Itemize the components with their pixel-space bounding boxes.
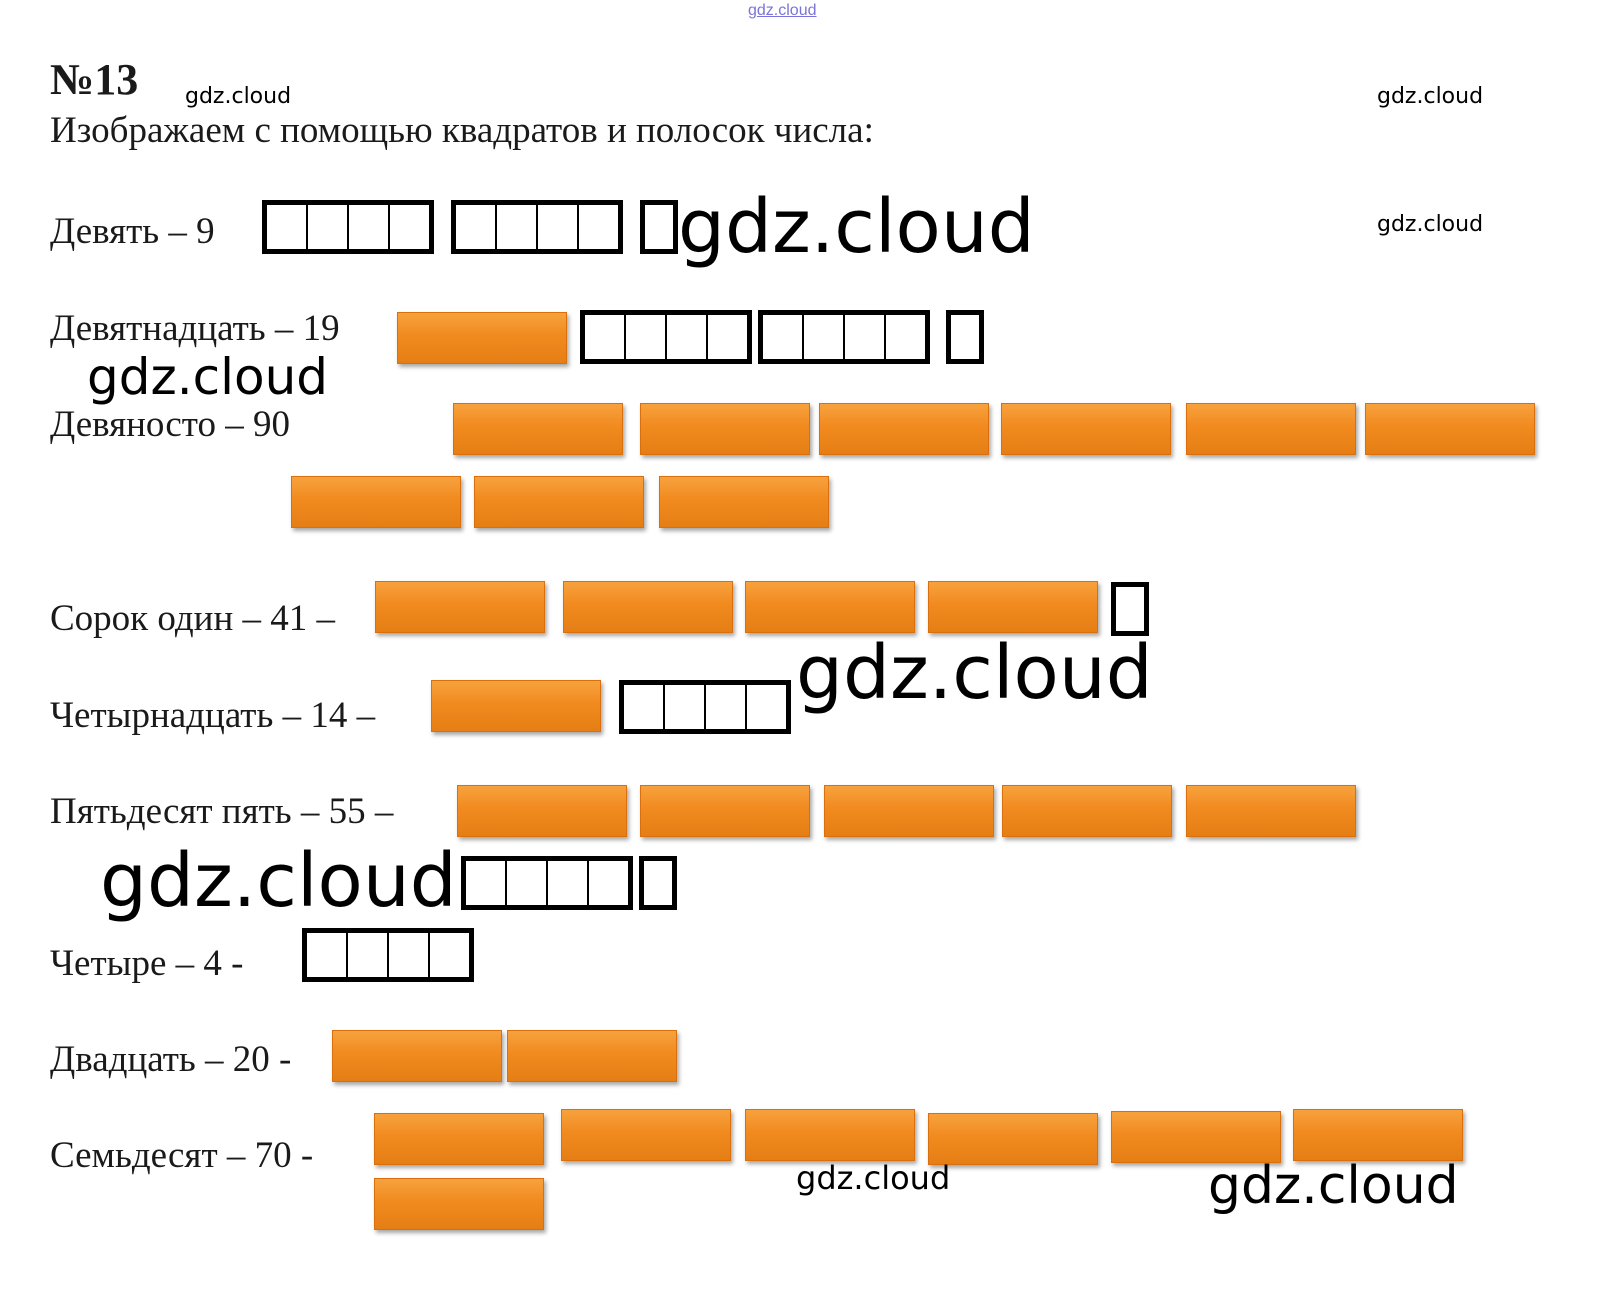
ten-strip bbox=[819, 403, 989, 455]
ten-strip bbox=[640, 403, 810, 455]
ten-strip bbox=[1186, 785, 1356, 837]
watermark-large: gdz.cloud bbox=[796, 630, 1153, 716]
unit-squares-group bbox=[302, 928, 474, 982]
ten-strip bbox=[561, 1109, 731, 1161]
ten-strip bbox=[1365, 403, 1535, 455]
ten-strip bbox=[474, 476, 644, 528]
ten-strip bbox=[928, 1113, 1098, 1165]
ten-strip bbox=[563, 581, 733, 633]
ten-strip bbox=[457, 785, 627, 837]
unit-square bbox=[640, 200, 678, 254]
ten-strip bbox=[1001, 403, 1171, 455]
ten-strip bbox=[397, 312, 567, 364]
ten-strip bbox=[745, 1109, 915, 1161]
row-label: Четыре – 4 - bbox=[50, 943, 244, 984]
ten-strip bbox=[332, 1030, 502, 1082]
instruction-text: Изображаем с помощью квадратов и полосок… bbox=[50, 110, 874, 151]
row-label: Пятьдесят пять – 55 – bbox=[50, 791, 394, 832]
ten-strip bbox=[1111, 1111, 1281, 1163]
ten-strip bbox=[1186, 403, 1356, 455]
ten-strip bbox=[431, 680, 601, 732]
unit-squares-group bbox=[461, 856, 633, 910]
watermark-medium: gdz.cloud bbox=[1208, 1156, 1459, 1216]
ten-strip bbox=[928, 581, 1098, 633]
ten-strip bbox=[824, 785, 994, 837]
ten-strip bbox=[659, 476, 829, 528]
ten-strip bbox=[291, 476, 461, 528]
unit-squares-group bbox=[451, 200, 623, 254]
watermark-large: gdz.cloud bbox=[678, 184, 1035, 270]
unit-square bbox=[946, 310, 984, 364]
ten-strip bbox=[1002, 785, 1172, 837]
row-label: Двадцать – 20 - bbox=[50, 1039, 292, 1080]
row-label: Девяносто – 90 bbox=[50, 404, 290, 445]
row-label: Семьдесят – 70 - bbox=[50, 1135, 314, 1176]
unit-squares-group bbox=[580, 310, 752, 364]
watermark-medium: gdz.cloud bbox=[87, 348, 329, 406]
watermark-large: gdz.cloud bbox=[100, 838, 457, 924]
ten-strip bbox=[745, 581, 915, 633]
watermark-small: gdz.cloud bbox=[185, 84, 292, 109]
exercise-number: №13 bbox=[50, 55, 139, 104]
row-label: Девять – 9 bbox=[50, 211, 215, 252]
ten-strip bbox=[1293, 1109, 1463, 1161]
row-label: Сорок один – 41 – bbox=[50, 598, 336, 639]
unit-square bbox=[1111, 582, 1149, 636]
row-label: Девятнадцать – 19 bbox=[50, 308, 340, 349]
watermark-small: gdz.cloud bbox=[1377, 84, 1484, 109]
top-watermark: gdz.cloud bbox=[748, 2, 817, 19]
ten-strip bbox=[374, 1113, 544, 1165]
ten-strip bbox=[375, 581, 545, 633]
ten-strip bbox=[640, 785, 810, 837]
ten-strip bbox=[374, 1178, 544, 1230]
unit-squares-group bbox=[619, 680, 791, 734]
unit-squares-group bbox=[758, 310, 930, 364]
unit-square bbox=[639, 856, 677, 910]
watermark-small: gdz.cloud bbox=[1377, 212, 1484, 237]
ten-strip bbox=[507, 1030, 677, 1082]
watermark-small: gdz.cloud bbox=[796, 1159, 951, 1197]
ten-strip bbox=[453, 403, 623, 455]
unit-squares-group bbox=[262, 200, 434, 254]
row-label: Четырнадцать – 14 – bbox=[50, 695, 376, 736]
